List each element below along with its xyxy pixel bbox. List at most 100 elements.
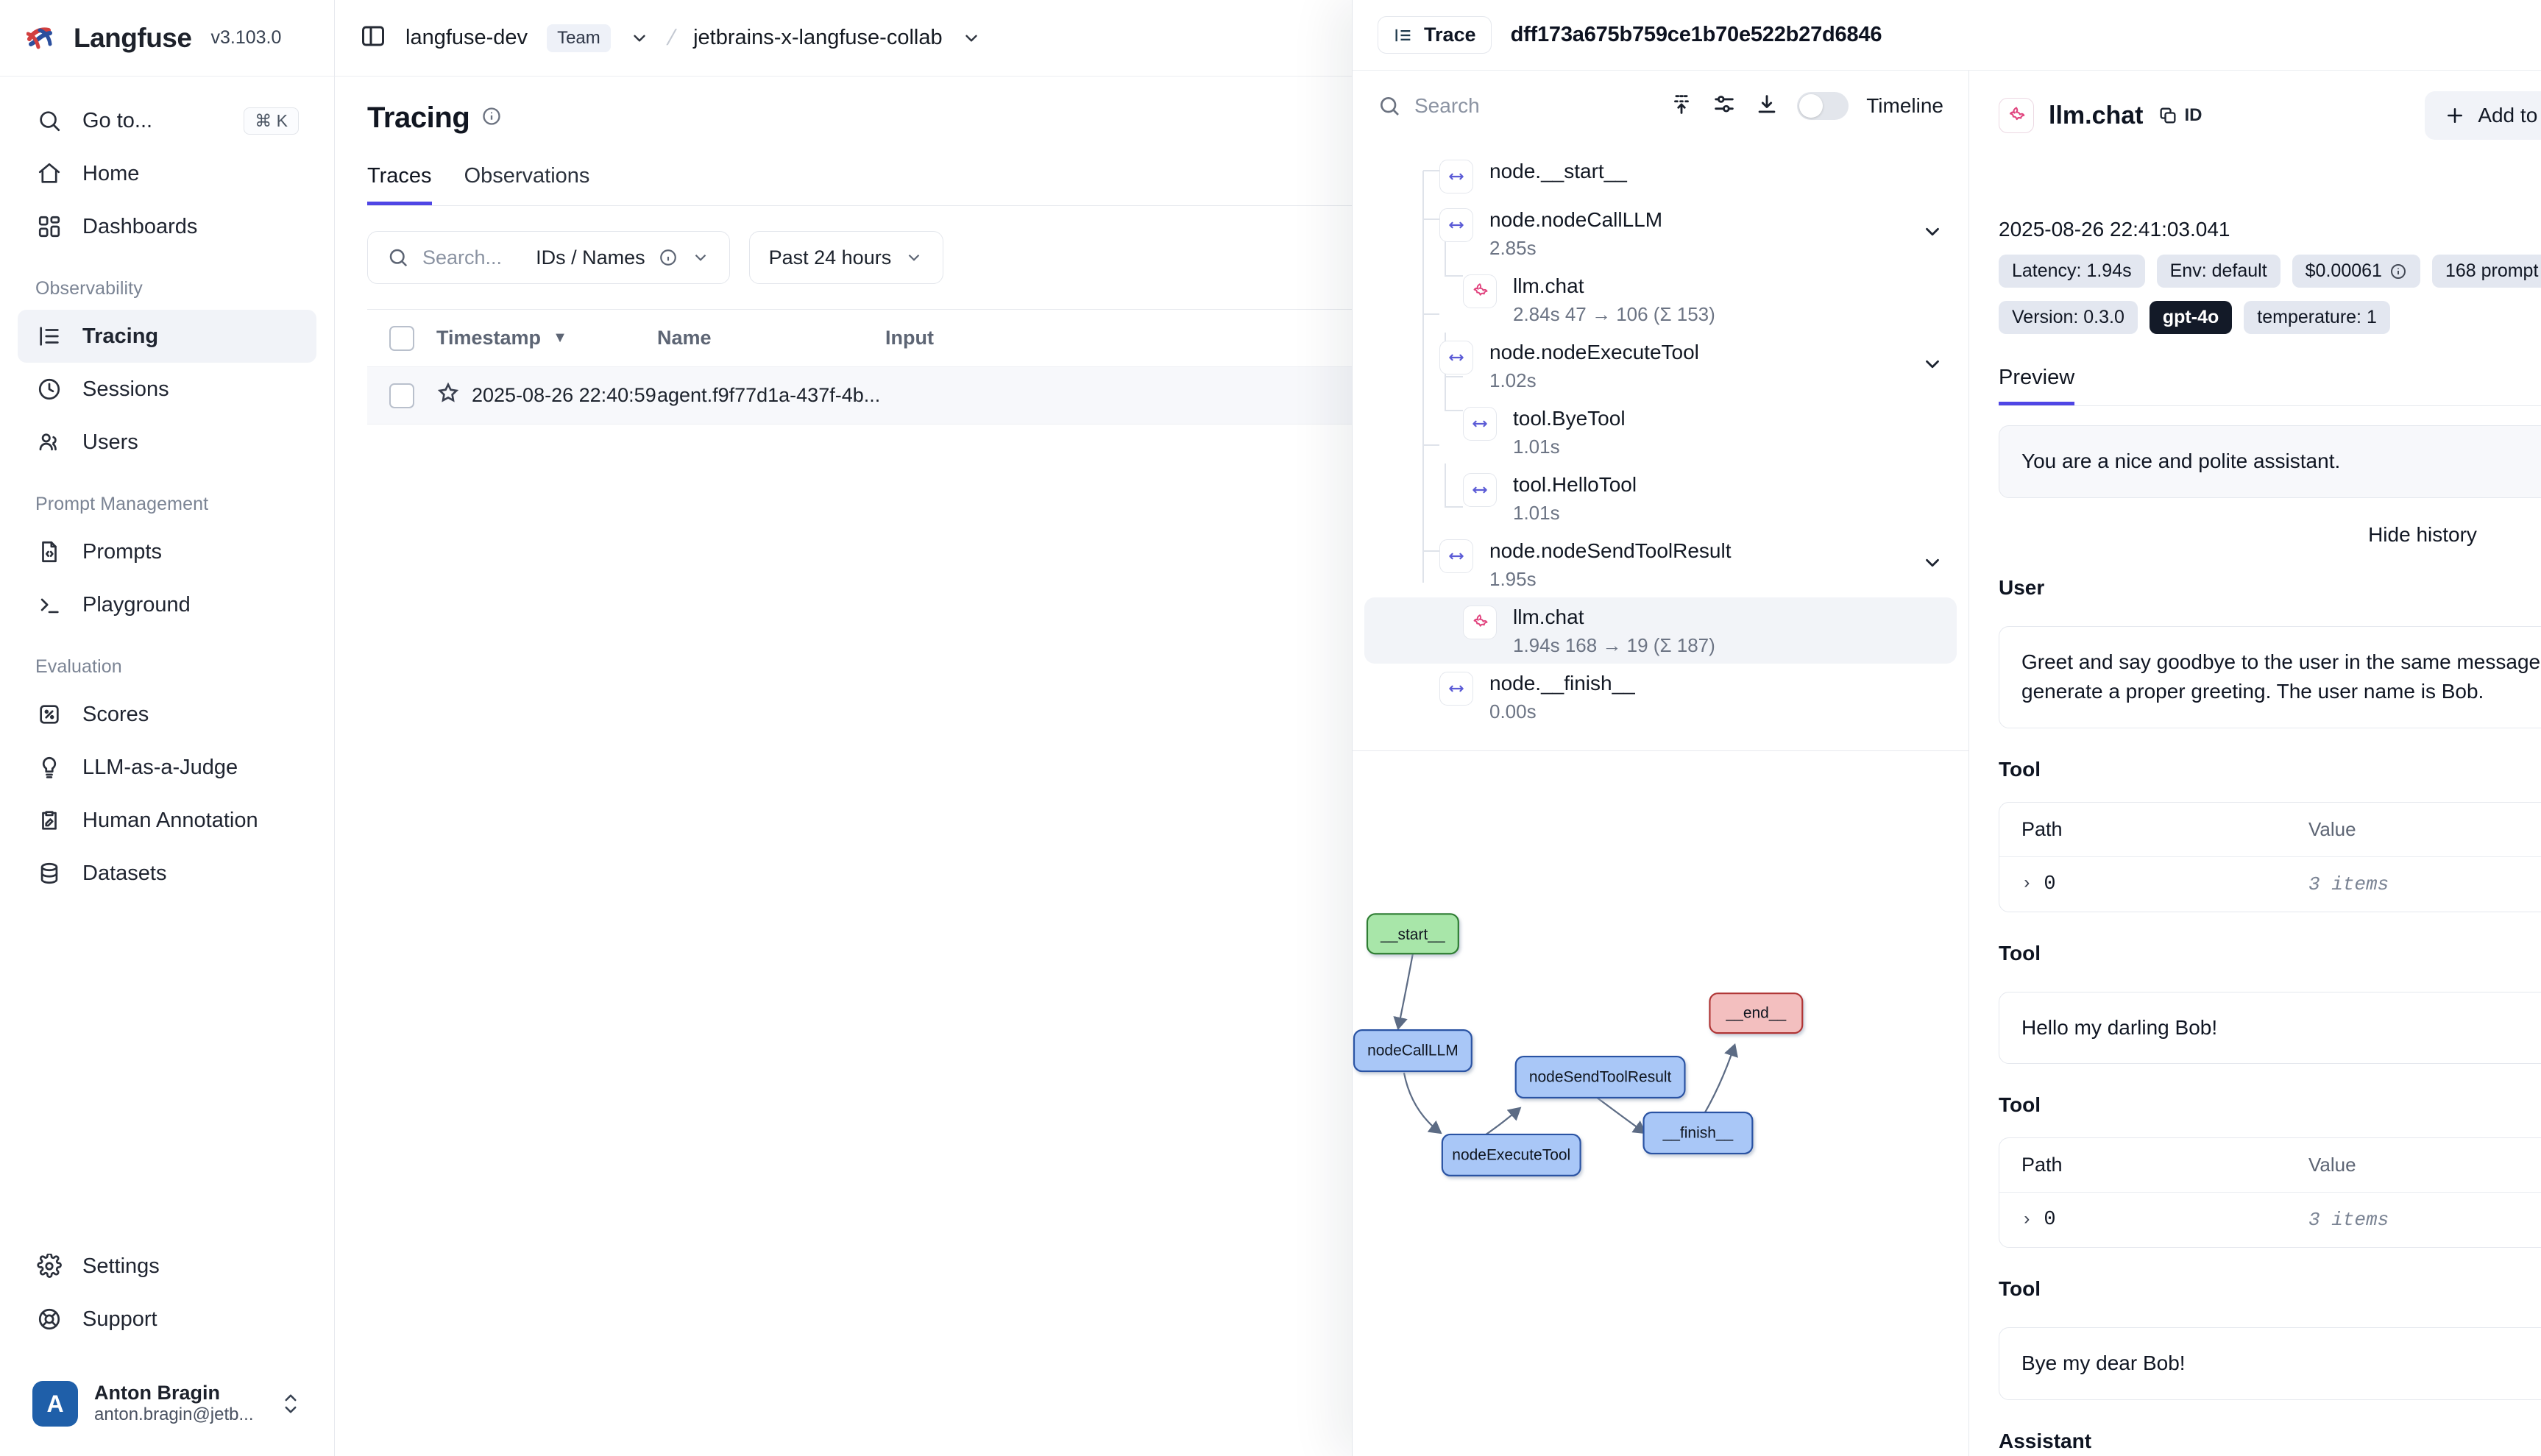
tree-node-name: node.__start__ [1489,160,1627,182]
tracing-icon [35,322,63,350]
breadcrumb-org[interactable]: langfuse-dev [405,26,528,49]
sidebar-item-label: Human Annotation [82,808,258,832]
row-value: 3 items [2308,1209,2389,1232]
chevron-right-icon[interactable]: › [2021,1210,2033,1230]
column-header-name[interactable]: Name [657,327,712,349]
search-icon [35,107,63,135]
column-header-timestamp[interactable]: Timestamp▼ [436,327,567,349]
graph-node-label: __end__ [1726,1005,1787,1022]
sidebar-item-scores[interactable]: Scores [18,688,316,741]
user-menu-button[interactable]: A Anton Bragin anton.bragin@jetb... [18,1368,316,1440]
copy-id-label: ID [2184,105,2202,125]
add-to-datasets-button[interactable]: Add to datasets [2425,91,2541,140]
tree-node-meta: 1.95s [1489,568,1537,590]
tab-observations[interactable]: Observations [464,164,590,188]
hide-history-button[interactable]: Hide history [2368,522,2477,546]
sidebar-item-dashboards[interactable]: Dashboards [18,200,316,253]
tree-search-placeholder: Search [1414,94,1480,117]
table-row[interactable]: ›0 3 items [1999,1193,2541,1247]
message-role: Tool [1999,757,2041,781]
add-to-datasets-label: Add to datasets [2478,104,2541,127]
sidebar-item-label: LLM-as-a-Judge [82,755,238,779]
graph-node-label: nodeExecuteTool [1452,1146,1570,1163]
tree-node[interactable]: node.__finish__ 0.00s [1353,664,1968,730]
row-checkbox[interactable] [367,383,436,408]
column-header-path: Path [2021,817,2063,840]
sidebar-item-human-annotation[interactable]: Human Annotation [18,794,316,847]
download-icon[interactable] [1754,92,1779,121]
page-header: Tracing [367,102,2509,135]
date-range-select[interactable]: Past 24 hours [748,231,944,284]
lightbulb-icon [35,753,63,781]
collapse-all-icon[interactable] [1669,92,1694,121]
tree-node[interactable]: tool.ByeTool 1.01s [1353,399,1968,465]
users-icon [35,428,63,456]
tree-node[interactable]: llm.chat 2.84s 47 → 106 (Σ 153) [1353,266,1968,333]
copy-id-button[interactable]: ID [2158,105,2202,126]
message-role: Tool [1999,1277,2041,1301]
sidebar-nav: Go to... ⌘ K Home Dashboards Observabili… [0,77,334,1240]
sidebar-item-prompts[interactable]: Prompts [18,525,316,578]
timeline-toggle[interactable] [1797,92,1849,120]
sidebar-item-sessions[interactable]: Sessions [18,363,316,416]
sidebar-item-settings[interactable]: Settings [18,1240,316,1293]
sidebar-item-home[interactable]: Home [18,147,316,200]
settings-sliders-icon[interactable] [1712,92,1737,121]
search-input[interactable]: Search... IDs / Names [367,231,730,284]
chevron-down-icon[interactable] [1921,552,1943,578]
sidebar-item-datasets[interactable]: Datasets [18,847,316,900]
version-badge: Version: 0.3.0 [1999,301,2138,334]
tree-node-name: llm.chat [1513,274,1584,297]
chevron-right-icon[interactable]: › [2021,874,2033,895]
sidebar-item-playground[interactable]: Playground [18,578,316,631]
chevron-down-icon[interactable] [1921,221,1943,246]
tab-traces[interactable]: Traces [367,164,432,205]
brand-version: v3.103.0 [210,27,282,48]
trace-tree-panel: Search Timeline [1353,71,1969,1456]
sidebar-item-tracing[interactable]: Tracing [18,310,316,363]
modal-header: Trace dff173a675b759ce1b70e522b27d6846 [1353,0,2541,71]
tree-node-selected[interactable]: llm.chat 1.94s 168 → 19 (Σ 187) [1364,597,1957,664]
sidebar-item-label: Settings [82,1254,160,1278]
trace-kind-pill: Trace [1378,16,1492,54]
tab-preview[interactable]: Preview [1999,366,2075,405]
sidebar-item-label: Go to... [82,108,153,132]
chevron-down-icon[interactable] [630,29,649,48]
sidebar-item-go-to[interactable]: Go to... ⌘ K [18,94,316,147]
brand-header: Langfuse v3.103.0 [0,0,334,77]
tree-node-text: node.nodeSendToolResult 1.95s [1489,538,1731,591]
toggle-sidebar-icon[interactable] [360,23,386,53]
tree-node-name: node.nodeSendToolResult [1489,539,1732,562]
sidebar-item-users[interactable]: Users [18,416,316,469]
column-header-input[interactable]: Input [885,327,934,349]
status-badge: Latency: 1.94s [1999,255,2145,288]
tree-node[interactable]: node.nodeCallLLM 2.85s [1353,200,1968,266]
tree-node-name: node.__finish__ [1489,672,1635,695]
sort-desc-icon: ▼ [553,330,567,346]
sidebar-item-llm-as-a-judge[interactable]: LLM-as-a-Judge [18,741,316,794]
sidebar-item-support[interactable]: Support [18,1293,316,1346]
observation-detail-panel: llm.chat ID Add to datasets [1969,71,2541,1456]
sidebar-group-prompt-management: Prompt Management [35,494,209,514]
favorite-star-icon[interactable] [436,381,460,410]
message-body: Bye my dear Bob! [1999,1327,2541,1400]
sidebar-item-label: Home [82,161,140,185]
chevron-down-icon[interactable] [962,29,981,48]
sidebar-item-label: Sessions [82,377,169,401]
tree-node[interactable]: node.__start__ [1353,152,1968,200]
info-icon[interactable] [481,106,502,130]
select-all-checkbox[interactable] [367,325,436,351]
gear-icon [35,1252,63,1280]
tree-node[interactable]: node.nodeExecuteTool 1.02s [1353,333,1968,399]
generation-icon [1463,274,1497,308]
tree-search-input[interactable]: Search [1378,94,1651,118]
table-row[interactable]: ›0 3 items [1999,857,2541,912]
chevron-down-icon[interactable] [1921,353,1943,379]
sidebar-item-label: Users [82,430,138,454]
tree-node[interactable]: tool.HelloTool 1.01s [1353,465,1968,531]
sidebar-item-label: Playground [82,592,191,617]
breadcrumb-project[interactable]: jetbrains-x-langfuse-collab [693,26,943,49]
terminal-icon [35,591,63,619]
tree-node[interactable]: node.nodeSendToolResult 1.95s [1353,531,1968,597]
